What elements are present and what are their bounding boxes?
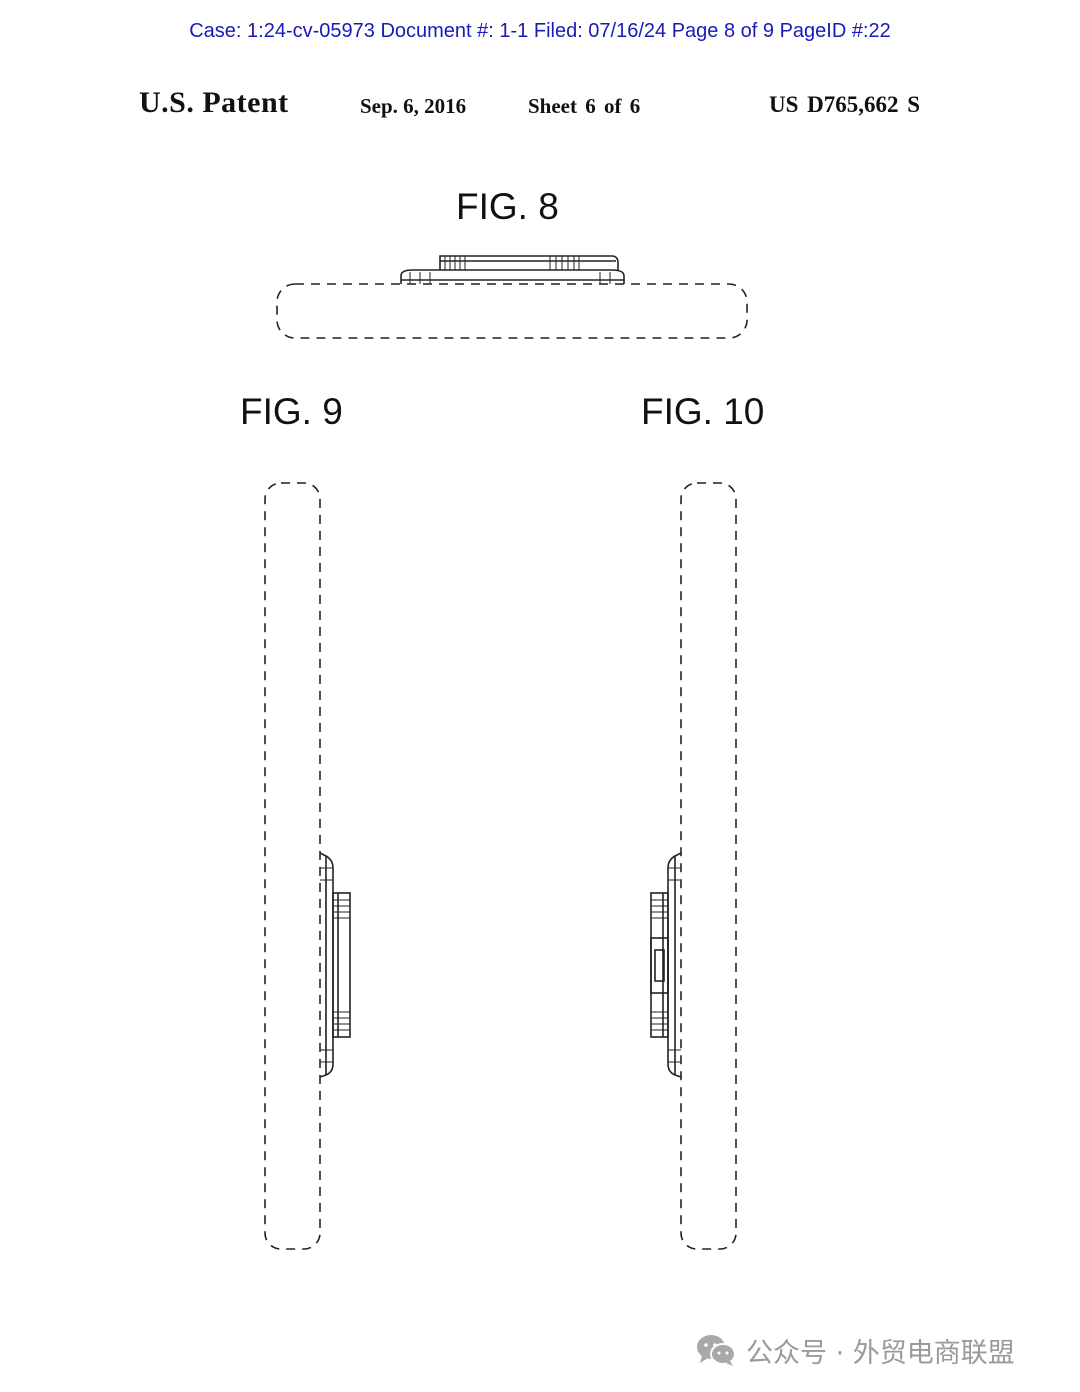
watermark-text: 公众号 · 外贸电商联盟	[746, 1337, 1015, 1369]
fig-8-base-disc	[400, 269, 625, 284]
fig-9-label: FIG. 9	[240, 391, 343, 432]
fig-10-notch	[650, 937, 669, 994]
patent-title: U.S. Patent	[139, 86, 289, 119]
fig-10-drawing	[650, 482, 737, 1250]
fig-10-label: FIG. 10	[641, 391, 765, 432]
fig-8-phone-outline	[276, 283, 748, 339]
fig-9-drawing	[264, 482, 351, 1250]
patent-header: U.S. Patent Sep. 6, 2016 Sheet 6 of 6 US…	[0, 84, 1080, 124]
patent-sheet: Sheet 6 of 6	[528, 94, 641, 118]
fig-8-label: FIG. 8	[456, 186, 559, 227]
fig-9-phone-outline	[264, 482, 321, 1250]
patent-number: US D765,662 S	[769, 92, 921, 117]
fig-8-drawing	[276, 255, 748, 339]
fig-10-phone-outline	[680, 482, 737, 1250]
fig-10-top-disc	[650, 892, 669, 1038]
wechat-icon	[697, 1335, 736, 1366]
watermark: 公众号 · 外贸电商联盟	[696, 1328, 1015, 1372]
patent-date: Sep. 6, 2016	[360, 94, 467, 118]
fig-9-top-disc	[332, 892, 351, 1038]
fig-8-top-disc	[439, 255, 619, 270]
case-header: Case: 1:24-cv-05973 Document #: 1-1 File…	[189, 20, 891, 42]
